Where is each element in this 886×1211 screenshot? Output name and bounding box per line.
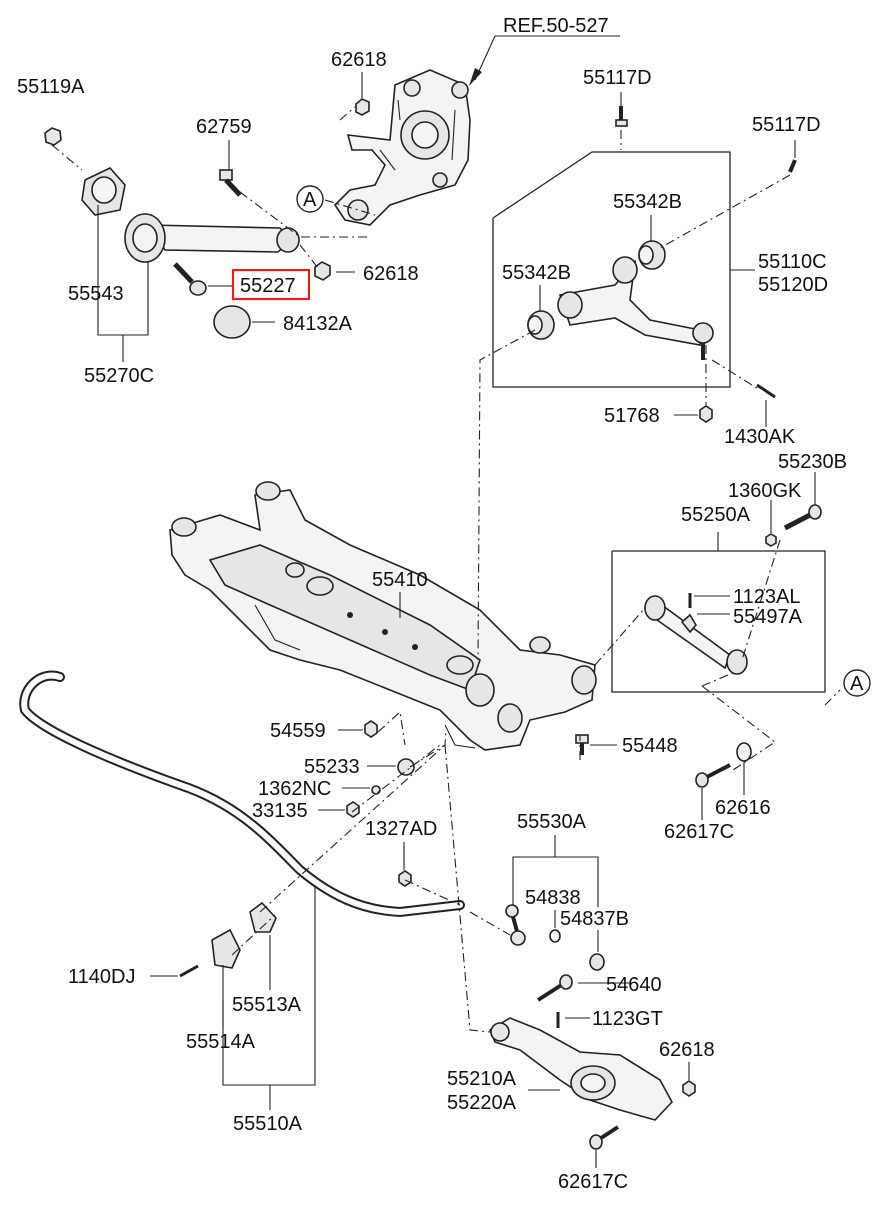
bolt-62617C-b (589, 1125, 620, 1150)
circle-a-label-top: A (303, 189, 317, 211)
label-55227: 55227 (240, 275, 296, 297)
bushing-55342B-upper (638, 240, 666, 270)
stabilizer-link-55530A (505, 904, 526, 946)
lateral-link-assembly (124, 213, 300, 263)
rear-knuckle-ref (333, 69, 471, 226)
label-55497A: 55497A (733, 606, 803, 628)
bolt-54640 (536, 974, 573, 1002)
label-1123GT: 1123GT (592, 1008, 663, 1030)
label-55342B-lower: 55342B (502, 262, 571, 284)
bolt-62617C-a (695, 763, 731, 788)
label-62616: 62616 (715, 797, 771, 819)
upper-arm (557, 256, 714, 360)
bolt-55117D-a (615, 106, 628, 127)
label-1140DJ: 1140DJ (68, 966, 135, 988)
label-1430AK: 1430AK (724, 426, 796, 448)
circle-a-label-right: A (850, 673, 864, 695)
label-1123AL: 1123AL (733, 586, 800, 608)
bushing-55543 (81, 167, 126, 216)
bolt-55117D-b (788, 159, 797, 173)
label-62618-mid: 62618 (363, 263, 419, 285)
label-55530A: 55530A (517, 811, 587, 833)
label-1327AD: 1327AD (365, 818, 437, 840)
circle-a-marker-right: A (843, 669, 871, 697)
nut-33135 (346, 801, 360, 818)
label-55233: 55233 (304, 756, 360, 778)
highlight-box-55227 (231, 268, 311, 301)
label-54559: 54559 (270, 720, 326, 742)
nut-51768 (699, 405, 713, 423)
stabilizer-bar (19, 670, 465, 918)
bracket-55514A (211, 928, 241, 969)
label-55220A: 55220A (447, 1092, 517, 1114)
label-55510A: 55510A (233, 1113, 303, 1135)
bolt-55227 (173, 262, 207, 296)
label-33135: 33135 (252, 800, 308, 822)
label-1360GK: 1360GK (728, 480, 802, 502)
trailing-arm (644, 595, 748, 675)
label-62617C-a: 62617C (664, 821, 734, 843)
label-62617C-b: 62617C (558, 1171, 628, 1193)
washer-62616 (736, 742, 752, 762)
label-55543: 55543 (68, 283, 124, 305)
label-1362NC: 1362NC (258, 778, 331, 800)
crossmember-subframe (169, 481, 597, 751)
label-54640: 54640 (606, 974, 662, 996)
label-55514A: 55514A (186, 1031, 256, 1053)
circle-a-marker-top: A (296, 185, 324, 213)
label-55448: 55448 (622, 735, 678, 757)
bolt-55448 (575, 734, 589, 755)
label-54838: 54838 (525, 887, 581, 909)
label-55342B-upper: 55342B (613, 191, 682, 213)
nut-62618-low (682, 1080, 696, 1097)
label-54837B: 54837B (560, 908, 629, 930)
label-55410: 55410 (372, 569, 428, 591)
nut-62618-mid (314, 261, 331, 281)
label-62618-low: 62618 (659, 1039, 715, 1061)
label-84132A: 84132A (283, 313, 353, 335)
label-55117D-b: 55117D (752, 114, 821, 136)
label-55119A: 55119A (17, 76, 85, 98)
ring-54838 (549, 929, 561, 943)
bolt-55230B (783, 504, 822, 531)
bushing-55342B-lower (527, 310, 555, 340)
pin-1430AK (756, 383, 776, 399)
label-55270C: 55270C (84, 365, 154, 387)
label-62759: 62759 (196, 116, 252, 138)
label-55230B: 55230B (778, 451, 847, 473)
cap-54837B (589, 953, 605, 971)
bushing-55233 (397, 758, 415, 776)
label-55120D: 55120D (758, 274, 828, 296)
label-55117D-a: 55117D (583, 67, 652, 89)
nut-1362NC (371, 785, 381, 795)
nut-54559 (364, 720, 378, 738)
lower-arm (488, 1017, 673, 1121)
nut-62618-top (355, 98, 370, 116)
bolt-62759 (219, 169, 242, 197)
nut-1360GK (765, 533, 777, 547)
label-55250A: 55250A (681, 504, 751, 526)
ref-label: REF.50-527 (503, 15, 609, 37)
bushing-55513A (249, 901, 277, 933)
label-55513A: 55513A (232, 994, 302, 1016)
label-51768: 51768 (604, 405, 660, 427)
nut-55119A (44, 127, 62, 146)
label-55210A: 55210A (447, 1068, 517, 1090)
label-55110C: 55110C (758, 251, 827, 273)
nut-1327AD (398, 870, 412, 887)
label-62618-top: 62618 (331, 49, 387, 71)
cap-84132A (213, 305, 251, 339)
bolt-1140DJ (179, 964, 199, 978)
